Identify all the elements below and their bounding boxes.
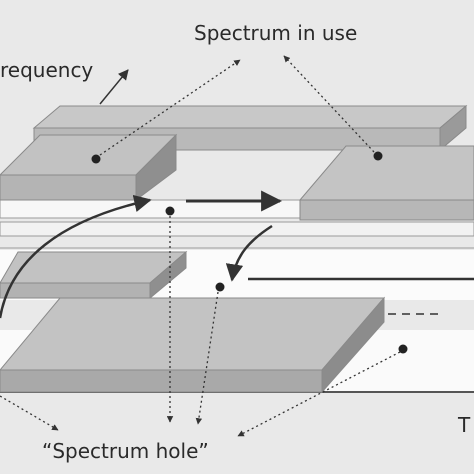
- leader-in-use-right: [283, 55, 375, 153]
- dot-upper-right: [373, 151, 383, 161]
- dot-hole-right: [398, 344, 408, 354]
- label-spectrum-in-use: Spectrum in use: [194, 21, 357, 45]
- spectrum-block-upper-right: [298, 145, 474, 221]
- label-time: T: [457, 413, 471, 437]
- leader-hole-2: [195, 291, 219, 425]
- spectrum-block-upper-left: [0, 133, 178, 201]
- spectrum-block-middle-left: [0, 250, 188, 300]
- spectrum-block-front: [0, 296, 386, 394]
- label-frequency: requency: [0, 58, 93, 82]
- dot-upper-left: [91, 154, 101, 164]
- dot-hole-middle: [215, 282, 225, 292]
- hop-arrow-left: [0, 194, 152, 319]
- middle-plane: [0, 221, 474, 237]
- dot-hole-upper: [165, 206, 175, 216]
- label-spectrum-hole: “Spectrum hole”: [42, 439, 209, 463]
- leader-hole-3: [237, 351, 401, 437]
- leader-hole-4: [0, 395, 59, 431]
- frequency-axis-arrow: [99, 69, 129, 105]
- hop-arrow-right: [225, 224, 273, 282]
- leader-in-use-left: [99, 59, 241, 156]
- spectrum-block-back: [32, 104, 468, 152]
